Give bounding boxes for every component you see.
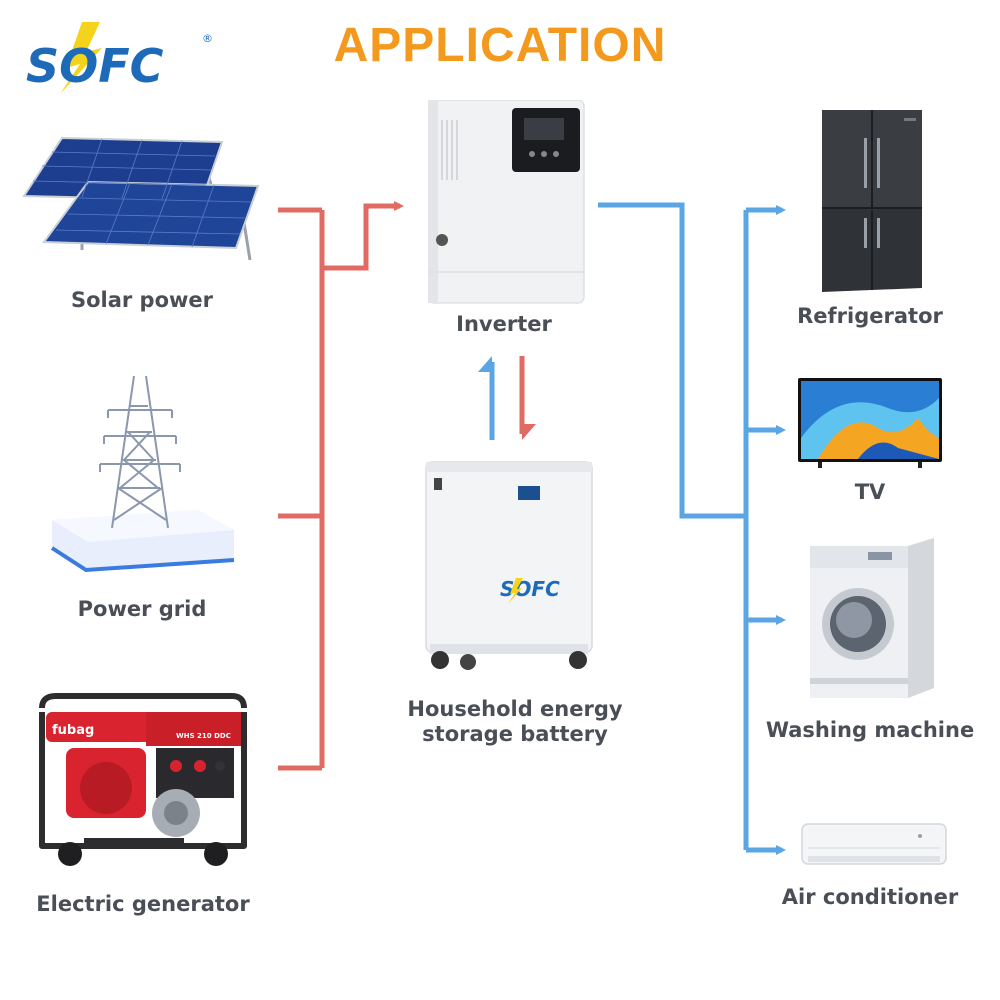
washing-machine-image [808,538,936,700]
load-label-ac: Air conditioner [750,885,990,909]
refrigerator-image [818,108,924,294]
source-label-grid: Power grid [22,597,262,621]
inverter-label: Inverter [404,312,604,336]
input-to-inverter [322,206,400,268]
battery-label-line2: storage battery [380,722,650,746]
source-label-solar: Solar power [22,288,262,312]
inverter-image [428,100,586,305]
power-grid-tower-image [48,370,238,590]
generator-model-text: WHS 210 DDC [176,732,231,740]
load-label-tv: TV [760,480,980,504]
battery-exchange-arrows [478,356,536,440]
solar-panel-image [22,130,262,270]
load-label-washer: Washing machine [750,718,990,742]
energy-storage-battery-image: SOFC [424,460,594,672]
input-lines [278,206,400,768]
source-label-generator: Electric generator [12,892,274,916]
output-lines [598,205,782,850]
electric-generator-image: fubag WHS 210 DDC [36,688,250,870]
battery-label-line1: Household energy [380,697,650,721]
tv-image [798,378,944,470]
load-label-fridge: Refrigerator [760,304,980,328]
generator-brand-text: fubag [52,723,94,738]
air-conditioner-image [800,822,948,870]
inverter-output-line [598,205,746,516]
battery-logo-text: SOFC [500,577,560,601]
